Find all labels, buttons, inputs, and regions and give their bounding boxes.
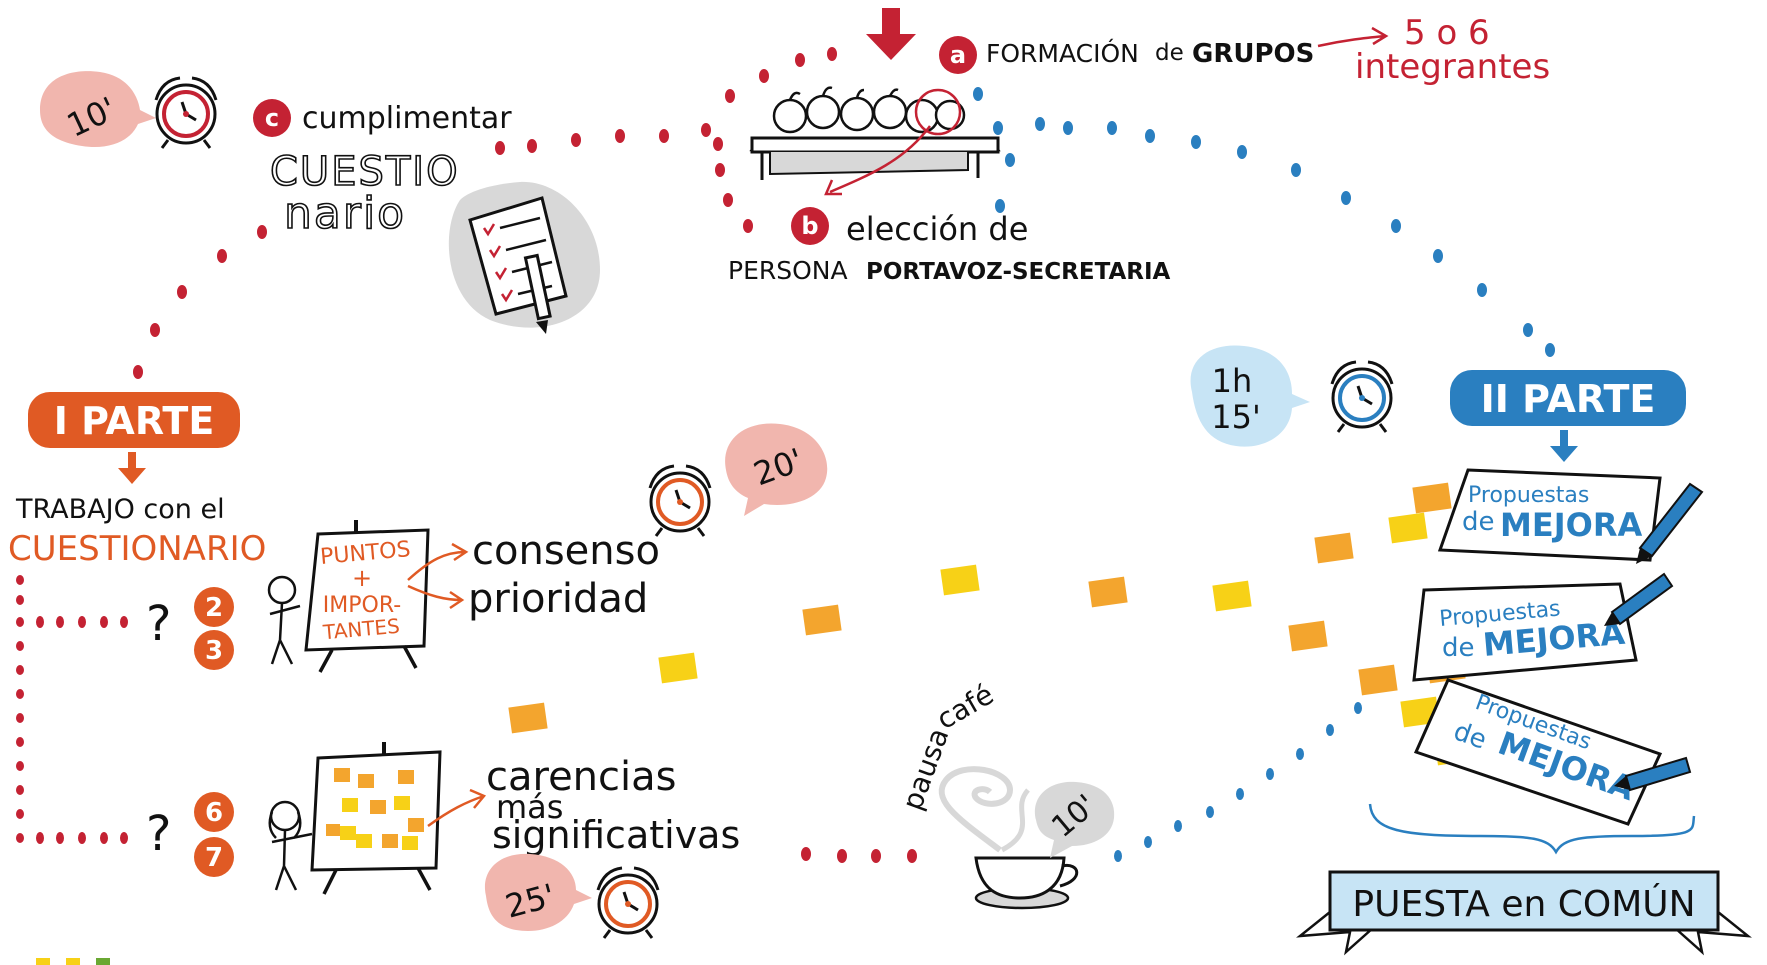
timer-part-2-line-2: 15' (1211, 398, 1261, 436)
result-consenso: consenso (472, 528, 660, 574)
part-1-subject: CUESTIONARIO (8, 529, 266, 569)
card-line-2: de (1442, 633, 1475, 663)
step-a-text-1: FORMACIÓN (986, 38, 1139, 68)
result-mas: más (496, 788, 563, 826)
arrow-down-icon (866, 8, 916, 60)
part-1-title: I PARTE (54, 399, 215, 443)
question-mark: ? (146, 806, 171, 862)
badge-a-label: a (950, 41, 966, 69)
step-a-note-1: 5 o 6 (1404, 13, 1490, 53)
timer-bubble-pause (1034, 781, 1115, 858)
part-2-title: II PARTE (1481, 377, 1656, 421)
step-c: 10' c cumplimentar CUESTIO nario (40, 71, 600, 334)
question-number: 6 (205, 798, 223, 828)
result-carencias: carencias (486, 754, 677, 800)
card-line-1: Propuestas (1468, 483, 1589, 508)
corner-marks (36, 958, 110, 965)
result-prioridad: prioridad (468, 576, 648, 622)
easel-icon (310, 742, 442, 895)
table-icon (749, 86, 1001, 196)
timer-bubble-part-2 (1190, 345, 1310, 447)
part-2: 1h 15' II PARTE Propuestas de MEJORA Pro… (1190, 345, 1752, 956)
board-1-line-2: + (352, 564, 372, 592)
step-c-verb: cumplimentar (302, 101, 512, 136)
alarm-clock-icon (596, 866, 660, 939)
badge-b (791, 207, 829, 245)
alarm-clock-icon (1330, 360, 1394, 433)
board-1-line-3: IMPOR- (323, 593, 401, 618)
part-2-label-box (1450, 370, 1686, 426)
question-badge (194, 837, 234, 877)
path-red-left (16, 575, 128, 844)
timer-part-2-line-1: 1h (1212, 362, 1253, 400)
group-members (772, 86, 966, 134)
card-line-2: de (1462, 507, 1495, 537)
arrow-right-icon (427, 788, 487, 828)
question-number: 2 (205, 593, 223, 623)
coffee-cup-icon (938, 766, 1079, 910)
arrow-down-icon (118, 452, 146, 484)
pen-icon (1614, 756, 1692, 792)
path-red-pause (801, 847, 917, 863)
question-badge (194, 792, 234, 832)
question-badge (194, 630, 234, 670)
part-1-label-box (28, 392, 240, 448)
proposal-card: Propuestas de MEJORA (1412, 572, 1674, 682)
checklist-icon (448, 181, 600, 334)
person-icon (268, 800, 313, 891)
person-icon (267, 575, 301, 665)
question-badge (194, 587, 234, 627)
step-b-line-2b: PORTAVOZ-SECRETARIA (866, 259, 1171, 285)
part-1-subtitle: TRABAJO con el (15, 494, 225, 525)
timer-bubble-c (40, 71, 156, 148)
step-b: b elección de PERSONA PORTAVOZ-SECRETARI… (728, 207, 1171, 285)
puesta-en-comun-banner: PUESTA en COMÚN (1296, 870, 1752, 956)
step-c-object-1: CUESTIO (270, 149, 460, 195)
arrow-right-icon (407, 584, 465, 610)
question-mark: ? (146, 596, 171, 652)
step-b-line-1: elección de (846, 210, 1028, 248)
sticky-notes-trail (508, 482, 1474, 766)
pen-icon (1636, 482, 1704, 564)
badge-c-label: c (265, 104, 279, 132)
step-c-object-2: nario (284, 188, 406, 239)
arrow-right-icon (407, 542, 469, 581)
arrow-down-icon (1550, 430, 1578, 462)
step-a-text-2: de (1155, 40, 1184, 66)
part-1: I PARTE TRABAJO con el CUESTIONARIO ? 2 … (8, 392, 828, 939)
timer-bubble-carencias (484, 853, 592, 931)
question-number: 3 (205, 636, 223, 666)
path-blue (973, 87, 1555, 862)
banner-text: PUESTA en COMÚN (1352, 883, 1695, 925)
timer-bubble-consenso (725, 423, 828, 516)
alarm-clock-icon (154, 76, 218, 149)
badge-c (253, 99, 291, 137)
proposal-card: Propuestas de MEJORA (1413, 678, 1692, 826)
badge-a (939, 36, 977, 74)
card-line-3: MEJORA (1500, 506, 1642, 544)
badge-b-label: b (801, 212, 818, 240)
pause-label-2: café (931, 678, 999, 736)
step-a-text-3: GRUPOS (1192, 39, 1314, 69)
arrow-right-icon (1317, 26, 1389, 48)
pen-icon (1604, 572, 1674, 626)
path-red-top (133, 47, 837, 379)
pen-icon (523, 253, 552, 334)
easel-icon: PUNTOS + IMPOR- TANTES (304, 520, 430, 673)
step-a: a FORMACIÓN de GRUPOS 5 o 6 integrantes (939, 13, 1550, 87)
alarm-clock-icon (648, 464, 712, 537)
proposal-card: Propuestas de MEJORA (1437, 468, 1704, 564)
step-b-line-2a: PERSONA (728, 256, 848, 285)
pause: pausa café 10' (896, 678, 1115, 910)
step-a-note-2: integrantes (1355, 47, 1550, 87)
brace (1368, 803, 1696, 855)
result-significativas: significativas (492, 813, 740, 857)
question-number: 7 (205, 843, 223, 873)
